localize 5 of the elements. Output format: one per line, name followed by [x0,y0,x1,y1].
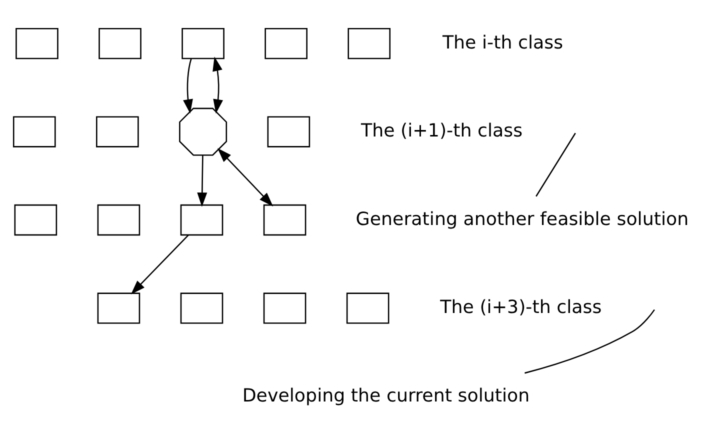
label: The (i+3)-th class [440,297,602,318]
node-text: Developing the current solution [242,385,530,406]
node-text: Generating another feasible solution [356,208,689,230]
label: The i-th class [442,32,564,54]
label: The (i+1)-th class [361,120,523,142]
